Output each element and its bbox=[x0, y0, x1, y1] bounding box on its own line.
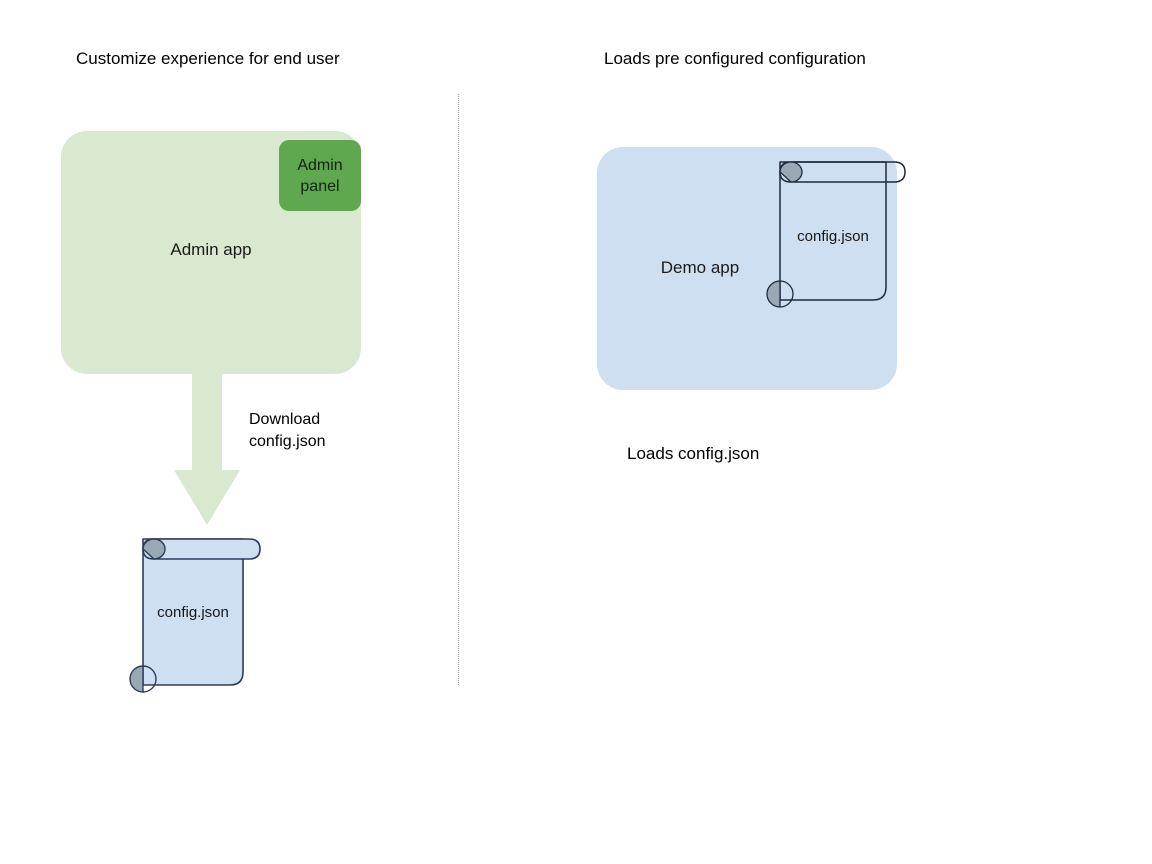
download-arrow-label-line1: Download bbox=[249, 411, 321, 428]
demo-app-label: Demo app bbox=[660, 258, 740, 277]
config-json-document-right[interactable]: config.json bbox=[766, 150, 916, 315]
config-json-label-left: config.json bbox=[157, 604, 229, 621]
panel-divider bbox=[458, 94, 459, 685]
download-arrow bbox=[170, 360, 250, 530]
config-json-label-right: config.json bbox=[797, 228, 869, 245]
right-panel-heading: Loads pre configured configuration bbox=[604, 49, 866, 68]
config-json-document-left[interactable]: config.json bbox=[118, 527, 268, 693]
admin-panel-label-line2: panel bbox=[300, 177, 340, 195]
admin-app-label: Admin app bbox=[170, 240, 252, 259]
admin-panel-label-line1: Admin bbox=[297, 156, 343, 174]
loads-config-note: Loads config.json bbox=[627, 444, 760, 463]
left-panel-heading: Customize experience for end user bbox=[76, 49, 340, 68]
download-arrow-label-line2: config.json bbox=[249, 433, 326, 450]
admin-panel-badge[interactable]: Admin panel bbox=[279, 140, 361, 211]
demo-app-box[interactable]: Demo app bbox=[597, 147, 897, 390]
